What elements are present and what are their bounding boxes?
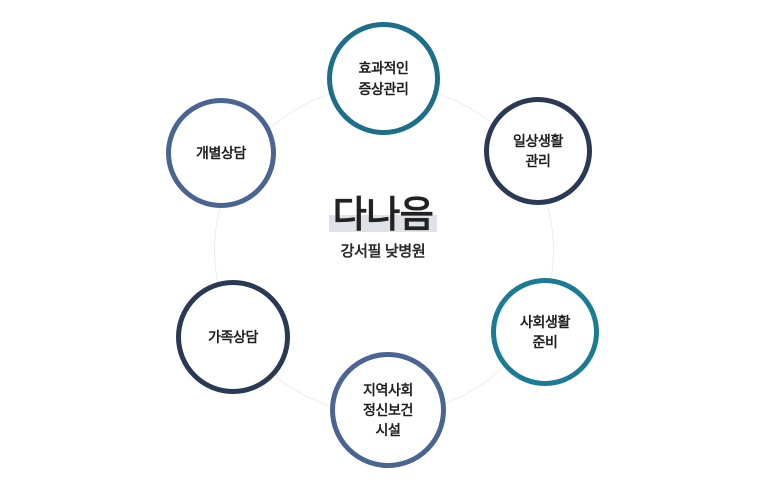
center-brand: 다나음 강서필 낮병원 [283, 194, 483, 261]
node-label-effective-symptom: 효과적인 증상관리 [358, 60, 409, 97]
node-label-social-prep: 사회생활 준비 [520, 313, 570, 350]
node-label-community-facility: 지역사회 정신보건 시설 [363, 381, 413, 439]
brand-subtitle: 강서필 낮병원 [340, 242, 426, 260]
brand-title-wrap: 다나음 [328, 194, 438, 235]
node-effective-symptom[interactable]: 효과적인 증상관리 [327, 22, 440, 135]
node-individual-counseling[interactable]: 개별상담 [166, 98, 276, 208]
brand-highlight-bar [328, 214, 438, 232]
node-family-counseling[interactable]: 가족상담 [176, 280, 290, 394]
node-label-individual-counseling: 개별상담 [196, 144, 246, 161]
brand-title: 다나음 [332, 194, 434, 235]
node-community-facility[interactable]: 지역사회 정신보건 시설 [330, 352, 446, 468]
node-daily-life[interactable]: 일상생활 관리 [484, 97, 592, 205]
node-label-family-counseling: 가족상담 [208, 328, 258, 345]
node-social-prep[interactable]: 사회생활 준비 [491, 278, 599, 386]
node-label-daily-life: 일상생활 관리 [513, 132, 563, 169]
